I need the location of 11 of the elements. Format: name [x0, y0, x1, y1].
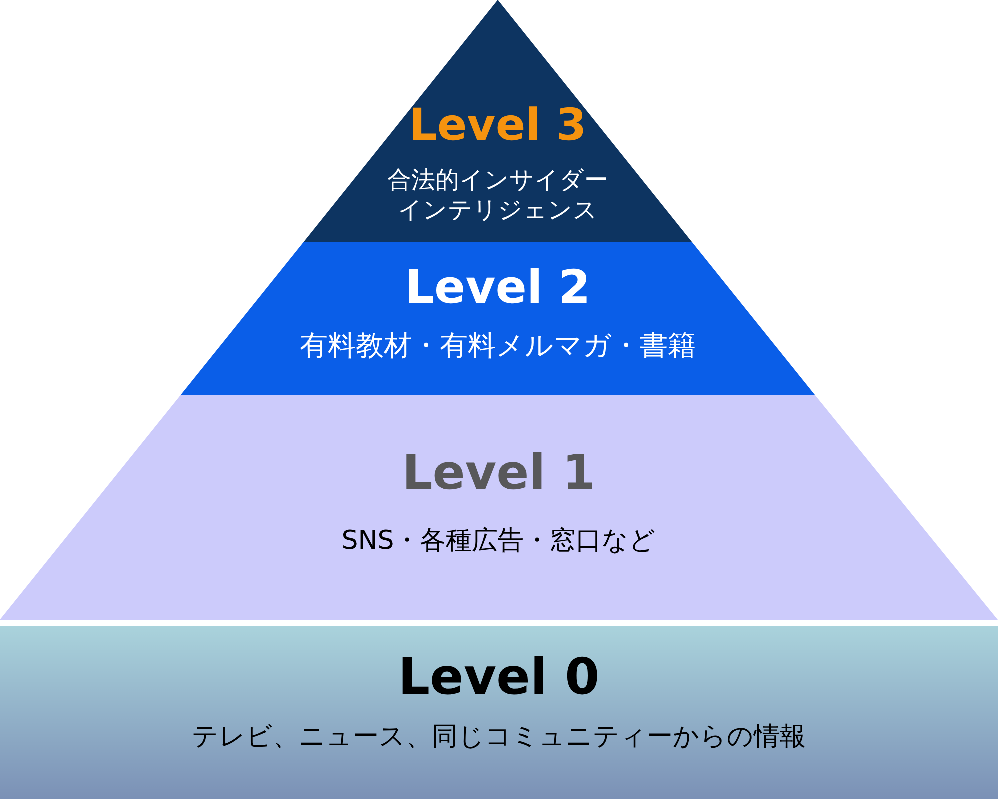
tier-description: SNS・各種広告・窓口など [340, 525, 658, 558]
base-band [0, 626, 998, 799]
pyramid-tier [0, 395, 998, 620]
tier-heading: Level 1 [401, 449, 597, 497]
tier-description: 合法的インサイダーインテリジェンス [386, 165, 610, 225]
pyramid-tier [304, 0, 692, 242]
tier-description: テレビ、ニュース、同じコミュニティーからの情報 [191, 721, 807, 754]
tier-heading: Level 0 [397, 652, 601, 702]
tier-heading: Level 2 [404, 264, 592, 310]
tier-heading: Level 3 [408, 104, 588, 148]
tier-description: 有料教材・有料メルマガ・書籍 [299, 328, 697, 363]
